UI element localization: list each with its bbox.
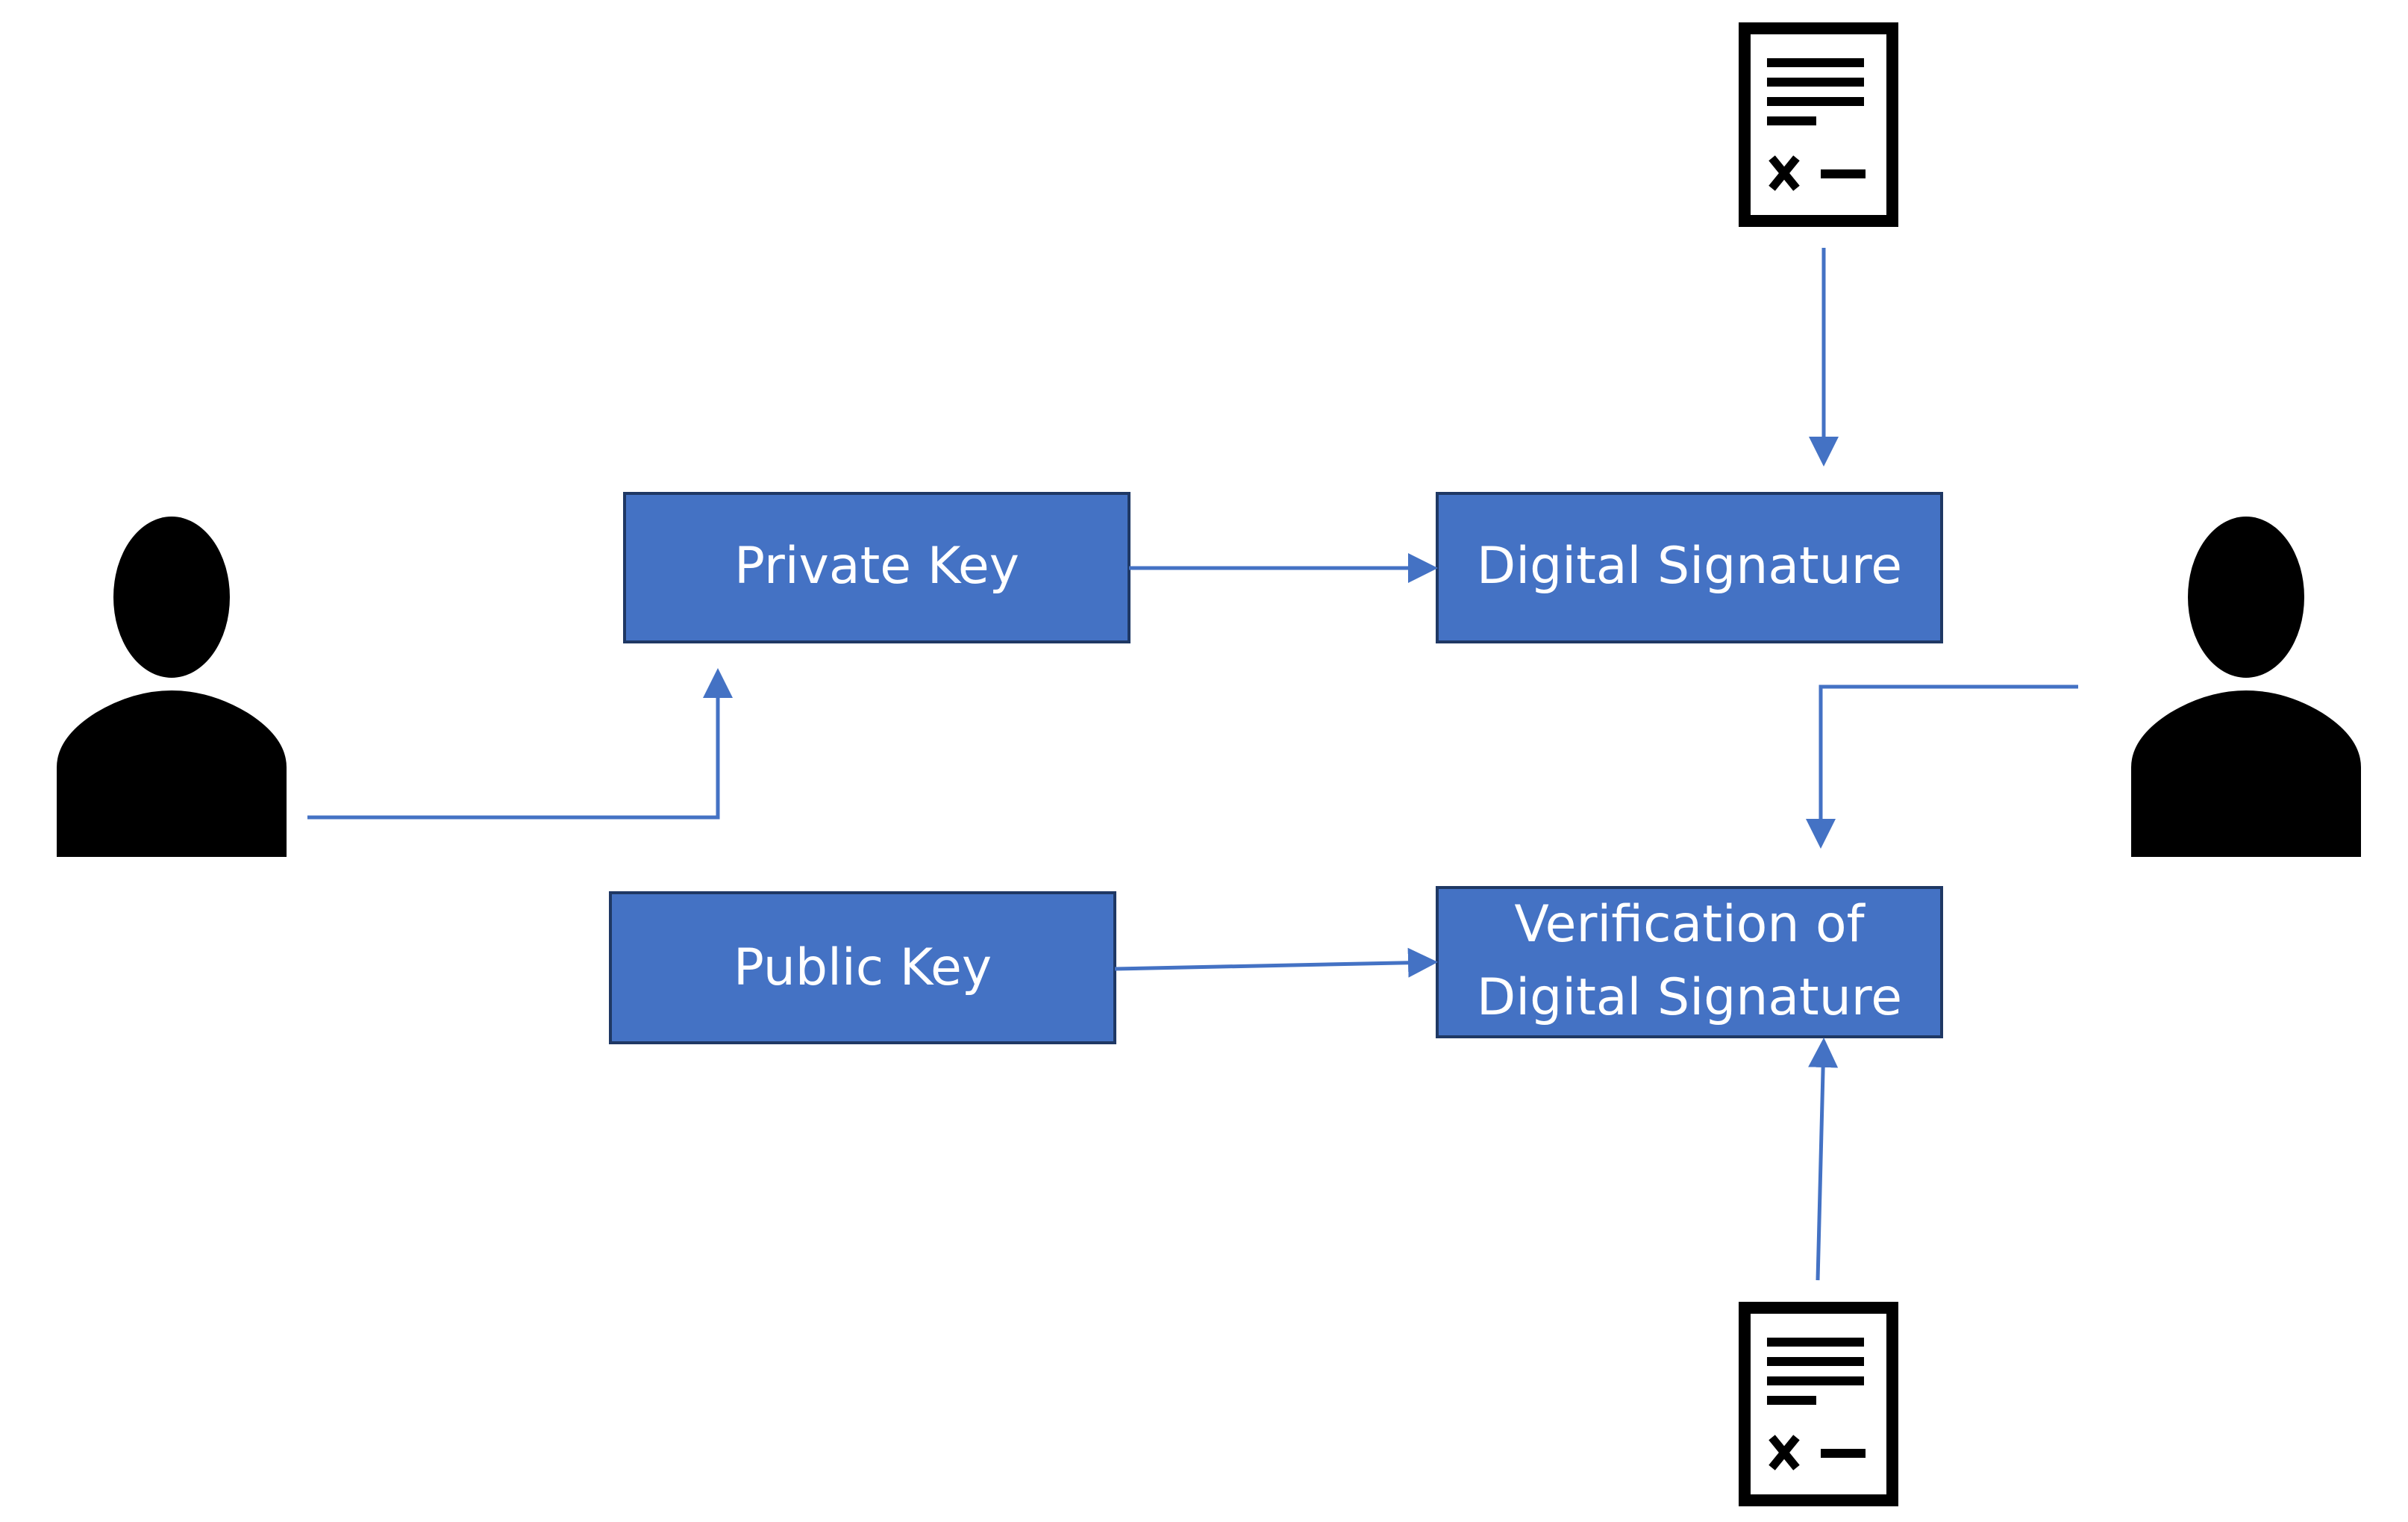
digital-signature-label: Digital Signature [1477, 537, 1902, 596]
verification-box: Verification of Digital Signature [1436, 886, 1943, 1038]
svg-text:Private Key: Private Key [734, 537, 1019, 596]
svg-text:Public Key: Public Key [734, 938, 992, 997]
sender-person-icon [57, 517, 287, 857]
verification-label-line-1: Verification of [1514, 895, 1866, 954]
document-top-icon [1739, 22, 1898, 227]
document-to-verification-arrow [1808, 1038, 1839, 1281]
public-key-box: Public Key [609, 891, 1116, 1044]
document-bottom-icon [1739, 1302, 1898, 1506]
svg-text:Digital Signature: Digital Signature [1477, 968, 1902, 1027]
receiver-person-icon [2131, 517, 2361, 857]
svg-text:Verification of: Verification of [1514, 895, 1866, 954]
svg-text:Digital Signature: Digital Signature [1477, 537, 1902, 596]
digital-signature-box: Digital Signature [1436, 492, 1943, 643]
private-key-box: Private Key [623, 492, 1130, 643]
verification-label-line-2: Digital Signature [1477, 968, 1902, 1027]
public-key-to-verification-arrow [1114, 947, 1438, 978]
sender-to-private-key-arrow [307, 668, 733, 820]
private-key-label: Private Key [734, 537, 1019, 596]
public-key-label: Public Key [734, 938, 992, 997]
receiver-to-verification-arrow [1806, 684, 2078, 849]
